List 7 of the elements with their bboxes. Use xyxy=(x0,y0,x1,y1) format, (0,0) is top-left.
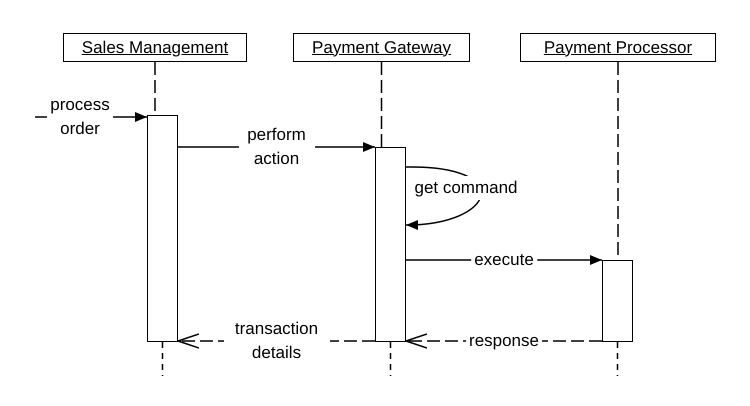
lifeline-header: Sales Management xyxy=(63,33,247,62)
lifeline xyxy=(380,62,382,147)
lifeline-header: Payment Gateway xyxy=(293,33,470,62)
lifeline-header: Payment Processor xyxy=(520,33,716,62)
activation-bar xyxy=(602,260,633,342)
activation-bar xyxy=(375,147,406,342)
activation-bar xyxy=(147,115,178,342)
